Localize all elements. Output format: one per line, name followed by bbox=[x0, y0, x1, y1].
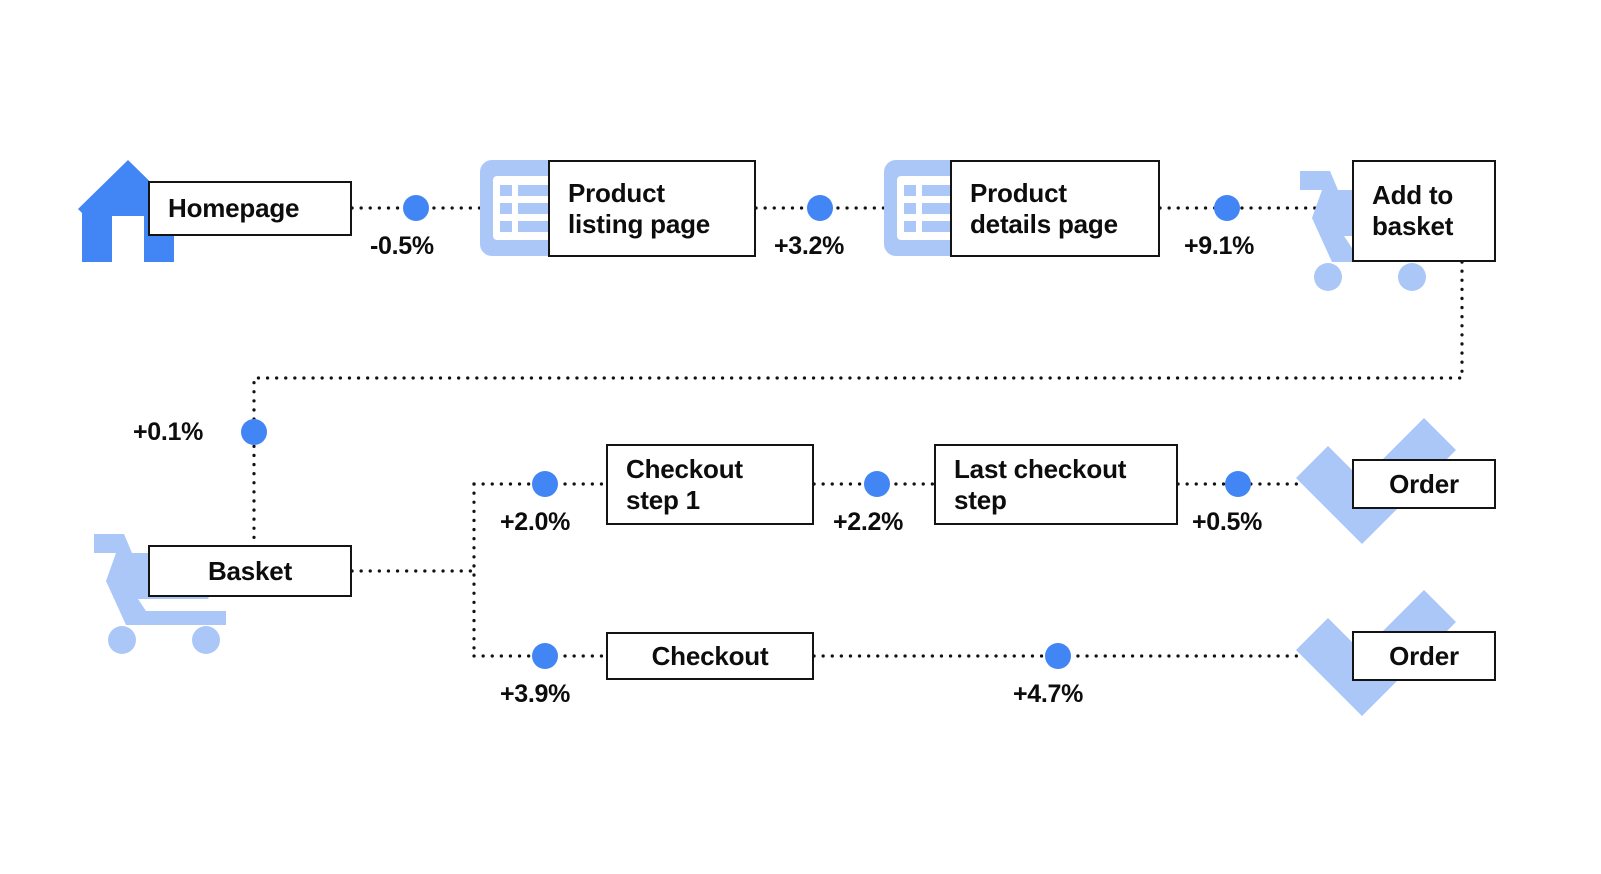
transition-dot-basket-to-checkout[interactable] bbox=[532, 643, 558, 669]
transition-dot-checkout-to-order-bottom[interactable] bbox=[1045, 643, 1071, 669]
transition-dot-homepage-to-product-listing[interactable] bbox=[403, 195, 429, 221]
node-product-listing-page[interactable]: Product listing page bbox=[548, 160, 756, 257]
transition-value-checkout-to-order-bottom: +4.7% bbox=[1013, 680, 1084, 708]
transition-value-homepage-to-product-listing: -0.5% bbox=[370, 232, 434, 260]
transition-value-product-details-to-add-to-basket: +9.1% bbox=[1184, 232, 1255, 260]
node-label-last-checkout-step: Last checkout step bbox=[954, 453, 1127, 515]
node-label-product-listing-page: Product listing page bbox=[568, 177, 711, 239]
transition-value-add-to-basket-to-basket: +0.1% bbox=[133, 418, 204, 446]
transition-dot-checkout-step-1-to-last-checkout-step[interactable] bbox=[864, 471, 890, 497]
transition-dot-add-to-basket-to-basket[interactable] bbox=[241, 419, 267, 445]
node-label-homepage: Homepage bbox=[168, 193, 300, 224]
node-checkout-step-1[interactable]: Checkout step 1 bbox=[606, 444, 814, 525]
node-label-checkout-step-1: Checkout step 1 bbox=[626, 453, 743, 515]
transition-dot-product-details-to-add-to-basket[interactable] bbox=[1214, 195, 1240, 221]
node-label-order-top: Order bbox=[1389, 468, 1459, 499]
node-order-top[interactable]: Order bbox=[1352, 459, 1496, 509]
transition-dot-basket-to-checkout-step-1[interactable] bbox=[532, 471, 558, 497]
transition-dot-last-checkout-step-to-order-top[interactable] bbox=[1225, 471, 1251, 497]
node-order-bottom[interactable]: Order bbox=[1352, 631, 1496, 681]
edge-add-to-basket-to-basket bbox=[252, 260, 1464, 547]
node-label-add-to-basket: Add to basket bbox=[1372, 180, 1454, 241]
node-label-product-details-page: Product details page bbox=[970, 177, 1118, 239]
node-label-order-bottom: Order bbox=[1389, 640, 1459, 671]
transition-value-basket-to-checkout-step-1: +2.0% bbox=[500, 508, 571, 536]
node-checkout[interactable]: Checkout bbox=[606, 632, 814, 680]
transition-dot-product-listing-to-product-details[interactable] bbox=[807, 195, 833, 221]
node-basket[interactable]: Basket bbox=[148, 545, 352, 597]
transition-value-basket-to-checkout: +3.9% bbox=[500, 680, 571, 708]
node-last-checkout-step[interactable]: Last checkout step bbox=[934, 444, 1178, 525]
node-product-details-page[interactable]: Product details page bbox=[950, 160, 1160, 257]
node-add-to-basket[interactable]: Add to basket bbox=[1352, 160, 1496, 262]
transition-value-last-checkout-step-to-order-top: +0.5% bbox=[1192, 508, 1263, 536]
node-label-basket: Basket bbox=[207, 555, 293, 586]
transition-value-product-listing-to-product-details: +3.2% bbox=[774, 232, 845, 260]
node-label-checkout: Checkout bbox=[651, 640, 769, 671]
transition-value-checkout-step-1-to-last-checkout-step: +2.2% bbox=[833, 508, 904, 536]
node-homepage[interactable]: Homepage bbox=[148, 181, 352, 236]
